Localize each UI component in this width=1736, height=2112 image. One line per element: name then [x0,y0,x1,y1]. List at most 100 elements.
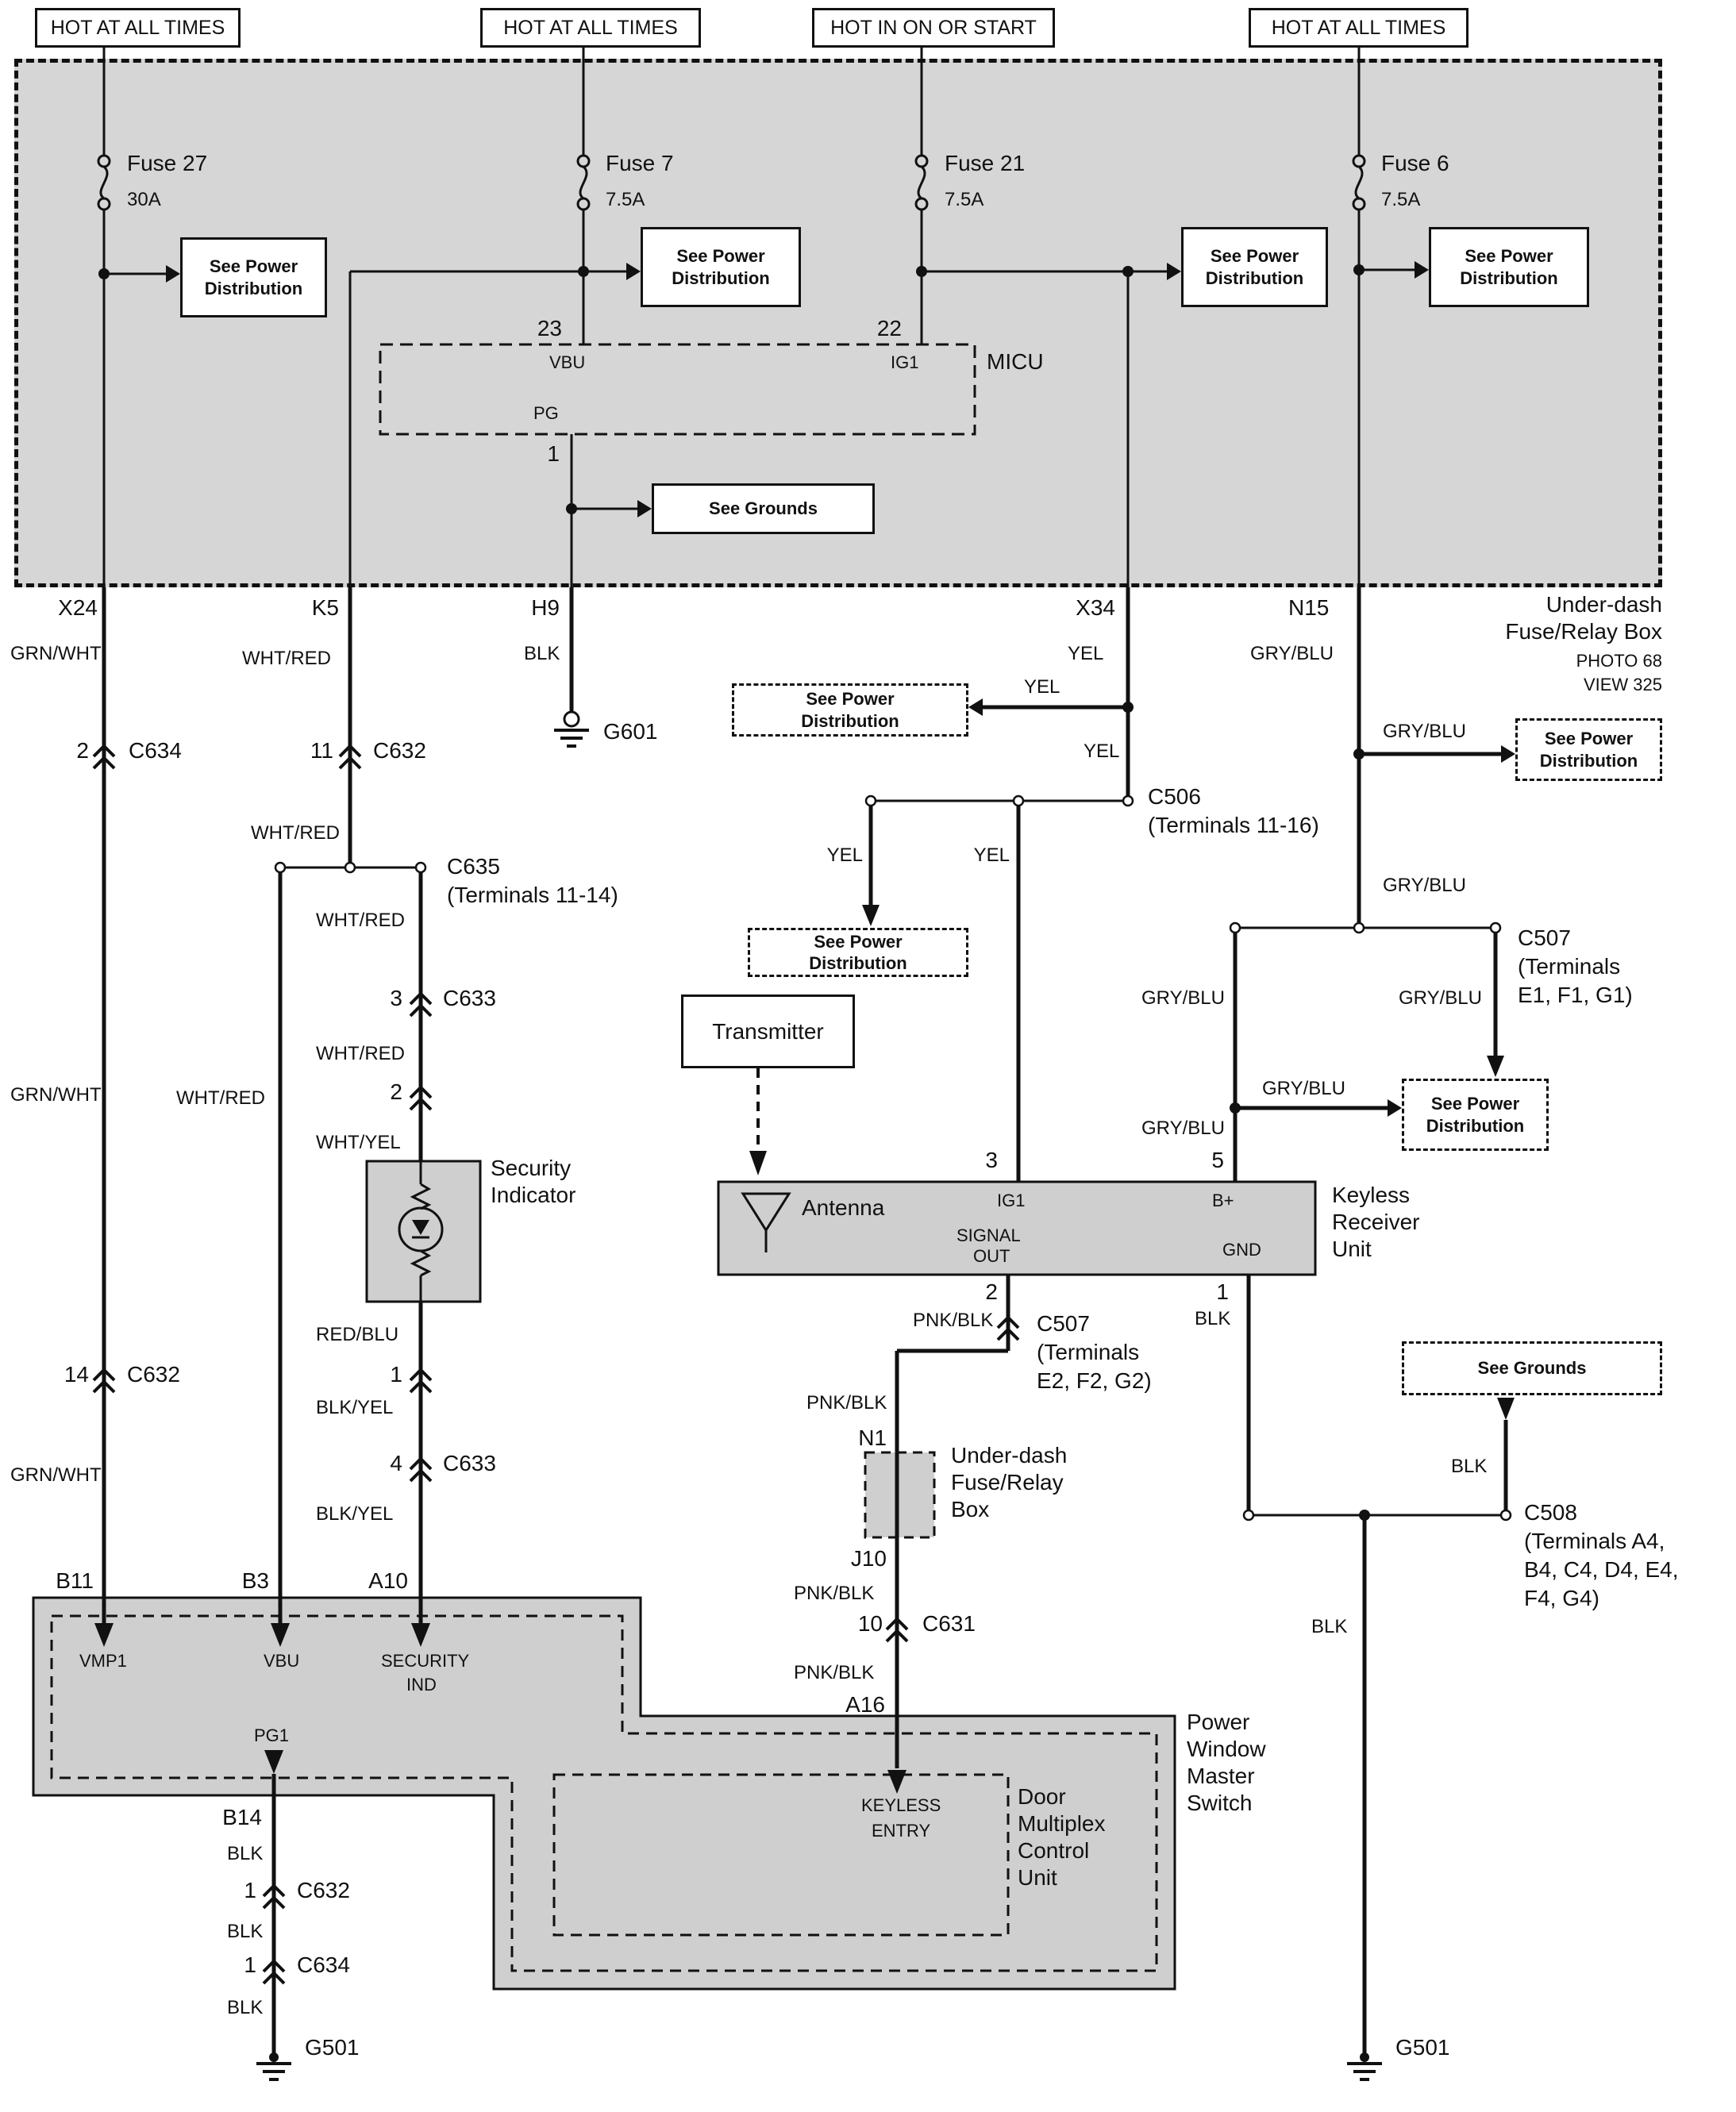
wire-color-label: GRY/BLU [1141,987,1225,1009]
wire-color-label: GRN/WHT [10,1464,102,1486]
terminal-h9: H9 [531,595,560,620]
terminal-b3: B3 [241,1568,269,1593]
pwms-pg1: PG1 [254,1725,290,1745]
ground-label-g601: G601 [603,719,658,744]
ref-text: Distribution [1539,750,1638,771]
ref-see-grounds-right: See Grounds [1402,1341,1662,1395]
wire-color-label: BLK [524,643,560,664]
connector-name: C632 [297,1878,350,1902]
terminal-k5: K5 [311,595,339,620]
connector-pin: 11 [310,738,333,763]
antenna-icon [741,1192,791,1252]
ref-text: Distribution [1460,267,1558,288]
underdash-mid-name: Under-dash [951,1443,1068,1468]
keyless-unit-name: Receiver [1332,1210,1420,1234]
header-hot-at-all-times-3: HOT AT ALL TIMES [1249,8,1468,48]
connector-pin: 3 [390,986,402,1010]
pwms-inner-dashed-border [50,1614,1158,1972]
ref-text: Distribution [801,710,899,731]
fusebox-caption: Fuse/Relay Box [1505,619,1662,644]
keyless-signal-out: OUT [973,1246,1010,1266]
wire-color-label: PNK/BLK [794,1583,875,1604]
component-shapes [32,343,1317,1991]
connector-terminals: (Terminals A4, [1524,1529,1665,1553]
thick-wires [102,587,1508,2057]
terminal-j10: J10 [850,1546,887,1571]
door-multiplex-name: Control [1018,1838,1090,1863]
wire-color-label: YEL [826,844,863,866]
keyless-receiver-box [717,1180,1317,1276]
terminal-n15: N15 [1288,595,1330,620]
ref-text: See Grounds [1477,1358,1587,1379]
fuse-rating: 7.5A [1381,189,1421,210]
micu-ig1: IG1 [891,352,919,372]
fuse-label: Fuse 7 [606,151,674,175]
wire-color-label: WHT/RED [316,910,405,931]
wire-color-label: WHT/RED [251,822,340,844]
fusebox-caption: Under-dash [1545,592,1662,617]
ref-text: See Grounds [709,498,818,519]
terminal-b11: B11 [56,1568,94,1593]
antenna-label: Antenna [802,1195,885,1220]
transmitter-box: Transmitter [681,994,855,1068]
wire-color-label: PNK/BLK [806,1392,887,1414]
underdash-mid-name: Fuse/Relay [951,1470,1064,1495]
wire-color-label: BLK [1195,1308,1231,1329]
wire-color-label: BLK [227,1997,264,2018]
keyless-terminal-2: 2 [985,1279,998,1304]
ref-text: See Power [1465,246,1553,266]
header-hot-at-all-times-1: HOT AT ALL TIMES [35,8,241,48]
wire-color-label: GRY/BLU [1250,643,1334,664]
wire-color-label: GRY/BLU [1383,875,1466,896]
terminal-x24: X24 [58,595,98,620]
header-hot-in-on-or-start: HOT IN ON OR START [812,8,1055,48]
fuse-rating: 7.5A [606,189,645,210]
ref-text: See Power [814,931,903,952]
power-window-master-switch-box [32,1596,1176,1991]
security-indicator-label: Indicator [491,1183,576,1207]
wire-color-label: BLK/YEL [316,1397,394,1418]
wire-color-label: YEL [1024,676,1060,698]
wire-color-label: GRN/WHT [10,1084,102,1106]
wire-color-label: GRY/BLU [1262,1078,1345,1099]
connector-terminals: B4, C4, D4, E4, [1524,1557,1679,1582]
micu-terminal-23: 23 [537,316,562,340]
door-multiplex-box [552,1773,1010,1937]
door-multiplex-name: Multiplex [1018,1811,1106,1836]
wire-color-label: YEL [1068,643,1104,664]
terminal-b14: B14 [222,1805,262,1829]
wire-color-label: YEL [973,844,1010,866]
pwms-security-ind: SECURITY [381,1651,470,1671]
wire-color-label: BLK [227,1843,264,1864]
connector-name: C506 [1148,784,1201,809]
header-text: HOT IN ON OR START [830,16,1037,39]
wire-color-label: PNK/BLK [913,1310,994,1331]
ref-text: See Power [806,689,895,709]
terminal-n1: N1 [858,1425,887,1450]
wire-color-label: BLK [1451,1456,1488,1477]
fusebox-photo-ref: PHOTO 68 [1576,651,1662,671]
terminal-x34: X34 [1076,595,1115,620]
keyless-bplus: B+ [1212,1191,1234,1210]
keyless-ig1: IG1 [997,1191,1026,1210]
fuse-label: Fuse 27 [127,151,208,175]
ref-text: See Power [1430,1094,1520,1114]
pwms-vbu: VBU [264,1651,300,1671]
connector-junctions [274,794,1512,1521]
micu-label: MICU [987,349,1044,374]
wire-color-label: WHT/YEL [316,1132,401,1153]
wire-color-label: WHT/RED [242,648,331,669]
ground-label-g501: G501 [305,2035,360,2060]
connector-name: C633 [443,1451,496,1475]
keyless-terminal-3: 3 [985,1148,998,1172]
wire-color-label: GRY/BLU [1383,721,1466,742]
connector-pin: 4 [390,1451,402,1475]
connector-terminals: (Terminals 11-16) [1148,813,1319,837]
keyless-signal-out: SIGNAL [957,1225,1021,1245]
connector-name: C632 [127,1362,180,1387]
ref-text: See Power [676,246,765,266]
